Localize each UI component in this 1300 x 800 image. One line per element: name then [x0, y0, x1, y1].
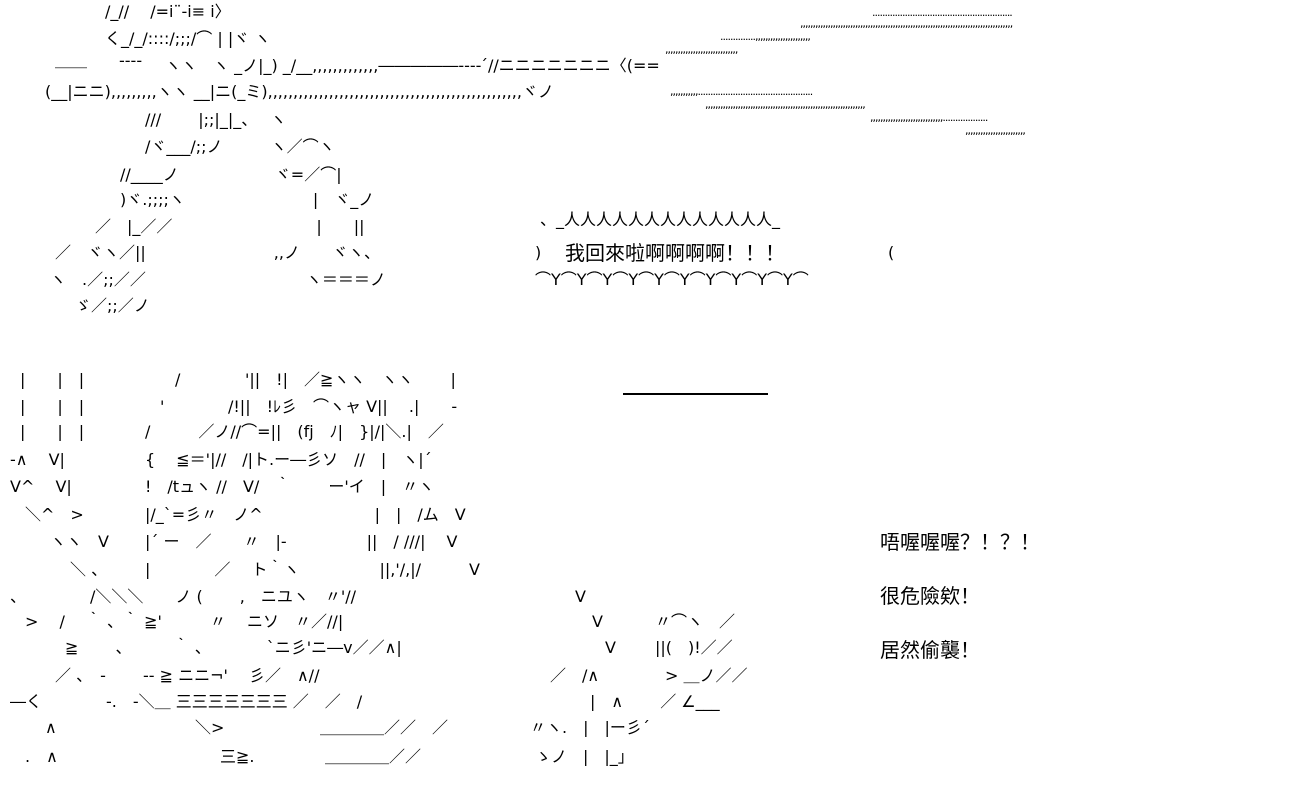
aa-line-streaks: ,,,,,,,,,,,.............................…	[670, 85, 813, 98]
aa-line-bottom: ＼>	[195, 718, 225, 737]
aa-line-bottom: |´ ー ／ 〃 |- || / ///| V	[145, 532, 458, 551]
aa-line-streaks: ........................................…	[872, 6, 1013, 19]
aa-line-streaks: ,,,,,,,,,,,,,,,,,,,,,,,,,,,,,,,,,,,,,,,,…	[800, 17, 1013, 30]
aa-line-bottom: ! /tュヽ // V/ ｀ ー'イ | 〃ヽ	[145, 477, 435, 496]
aa-line-bottom: /	[175, 370, 181, 389]
aa-line-top: ヽ .／;;／／ ヽ＝＝＝ノ	[50, 270, 386, 289]
aa-line-bottom: ＼^ >	[25, 505, 84, 524]
aa-line-bottom: V^ V|	[10, 477, 72, 496]
aa-line-bottom: / ／ノ//⌒=|| (fj ﾉ| }|/|＼.| ／	[145, 422, 444, 441]
aa-line-top: ´//ニニニニニニニ〈(==	[480, 56, 660, 75]
dialogue-line-3: 居然偷襲！	[880, 638, 980, 662]
aa-line-bottom: ／ 、 - -- ≧ ニニ¬' 彡／ ∧//	[55, 666, 320, 685]
aa-line-bottom: ＿＿＿＿／／	[325, 747, 422, 766]
aa-line-streaks: ,,,,,,,,,,,,,,,,,,,,,,,,,,,,,,,,,,,,,,,,…	[705, 98, 866, 111]
aa-line-top: /// |;;|_|_、 ヽ	[145, 110, 287, 129]
aa-line-bottom: /!|| !ﾚ彡 ⌒ヽャ V|| .| -	[228, 397, 458, 416]
aa-line-top: //____ノ ヾ=／⌒|	[120, 165, 342, 184]
aa-line-top: )ヾ.;;;;ヽ | ヾ_ノ	[120, 190, 375, 209]
aa-line-bottom: /＼＼＼ ノ ( , ニユヽ 〃'//	[90, 587, 357, 606]
aa-line-bottom: V	[592, 612, 603, 631]
aa-line-top: く_/_/::::/;;;/⌒ | |ヾ ヽ	[105, 29, 271, 48]
aa-line-bottom: ゝノ | |_」	[535, 747, 634, 766]
aa-line-bottom: 三≧.	[220, 747, 255, 766]
aa-line-bottom: | | |	[20, 422, 85, 441]
aa-line-bottom: > / ｀ 、｀ ≧' 〃 ニソ 〃／//|	[25, 612, 344, 631]
aa-line-bottom: | | |	[20, 397, 85, 416]
speech-bubble-text: 我回來啦啊啊啊啊！！！	[565, 241, 785, 265]
aa-line-bottom: . ∧	[25, 747, 58, 766]
aa-line-bubble: ⌒Y⌒Y⌒Y⌒Y⌒Y⌒Y⌒Y⌒Y⌒Y⌒Y⌒	[535, 270, 809, 289]
aa-line-bottom: > ＿ノ／／	[665, 666, 748, 685]
aa-line-bubble: (	[840, 243, 895, 262]
aa-line-top: /ヾ___/;;ノ ヽ／⌒ヽ	[145, 137, 335, 156]
aa-line-bottom: '|| !| ／≧ヽヽ ヽヽ |	[245, 370, 456, 389]
aa-line-streaks: ,,,,,,,,,,,,,,,,,,,,,,,,,,,,,...........…	[870, 111, 988, 124]
aa-line-bottom: ／ /∧	[550, 666, 600, 685]
aa-line-top: ＿＿ ----	[55, 51, 143, 70]
aa-line-bottom: '	[160, 397, 165, 416]
aa-line-top: ゞ／;;／ノ	[75, 296, 150, 315]
horizontal-rule	[623, 393, 768, 395]
aa-line-bottom: ≧ 、 ｀ 、 `ニ彡'ニ―v／／∧|	[65, 638, 402, 657]
aa-line-bottom: V	[575, 587, 586, 606]
aa-line-streaks: ,,,,,,,,,,,,,,,,,,,,,,,,	[965, 124, 1026, 137]
aa-line-bottom: | | |	[20, 370, 85, 389]
aa-line-top: ／ |_／／ | ||	[95, 217, 365, 236]
aa-line-bottom: 、	[10, 587, 27, 606]
aa-line-streaks: ,,,,,,,,,,,,,,,,,,,,,,,,,,,,,	[665, 43, 738, 56]
aa-line-top: ／ ヾヽ／|| ,,ノ ヾヽ、	[55, 243, 380, 262]
aa-line-bottom: ∧	[45, 718, 57, 737]
aa-line-bottom: ||( )!／／	[655, 638, 733, 657]
aa-line-bottom: 〃⌒ヽ ／	[655, 612, 736, 631]
aa-line-bottom: ヽヽ V	[50, 532, 109, 551]
aa-line-bottom: | ∧ ／ ∠___	[590, 692, 720, 711]
aa-line-bottom: -∧ V|	[10, 450, 65, 469]
aa-line-bottom: ＼ 、	[70, 560, 108, 579]
dialogue-line-1: 唔喔喔喔？！？！	[880, 530, 1040, 554]
aa-line-bubble: )	[535, 243, 558, 262]
aa-line-top: (__|ニニ),,,,,,,,,ヽヽ __|ニ(_ミ),,,,,,,,,,,,,…	[45, 82, 554, 101]
aa-line-bottom: ＿＿＿＿／／ ／	[320, 718, 449, 737]
aa-line-bottom: { ≦＝'|// /|ト.ー―彡ソ // | ヽ|´	[145, 450, 432, 469]
aa-line-bubble: 、_人人人人人人人人人人人人人_	[540, 210, 781, 229]
aa-line-bottom: 〃ヽ. | |ー彡´	[530, 718, 650, 737]
aa-line-bottom: | ／ ト｀ヽ ||,'/,|/ V	[145, 560, 480, 579]
aa-line-bottom: |/_`=彡〃 ノ^ | | /ム V	[145, 505, 466, 524]
aa-line-top: ヽヽ ヽ _ノ|_) _/__,,,,,,,,,,,,,―――――‐‐‐‐	[165, 56, 482, 75]
aa-line-streaks: ..............,,,,,,,,,,,,,,,,,,,,,,	[720, 30, 811, 43]
dialogue-line-2: 很危險欸！	[880, 584, 980, 608]
aa-line-bottom: V	[605, 638, 616, 657]
aa-line-bottom: ―く -. -＼＿ 三三三三三三三 ／ ／ /	[10, 692, 363, 711]
aa-line-top: /_// /=i¨-i≡ i〉	[105, 2, 231, 21]
